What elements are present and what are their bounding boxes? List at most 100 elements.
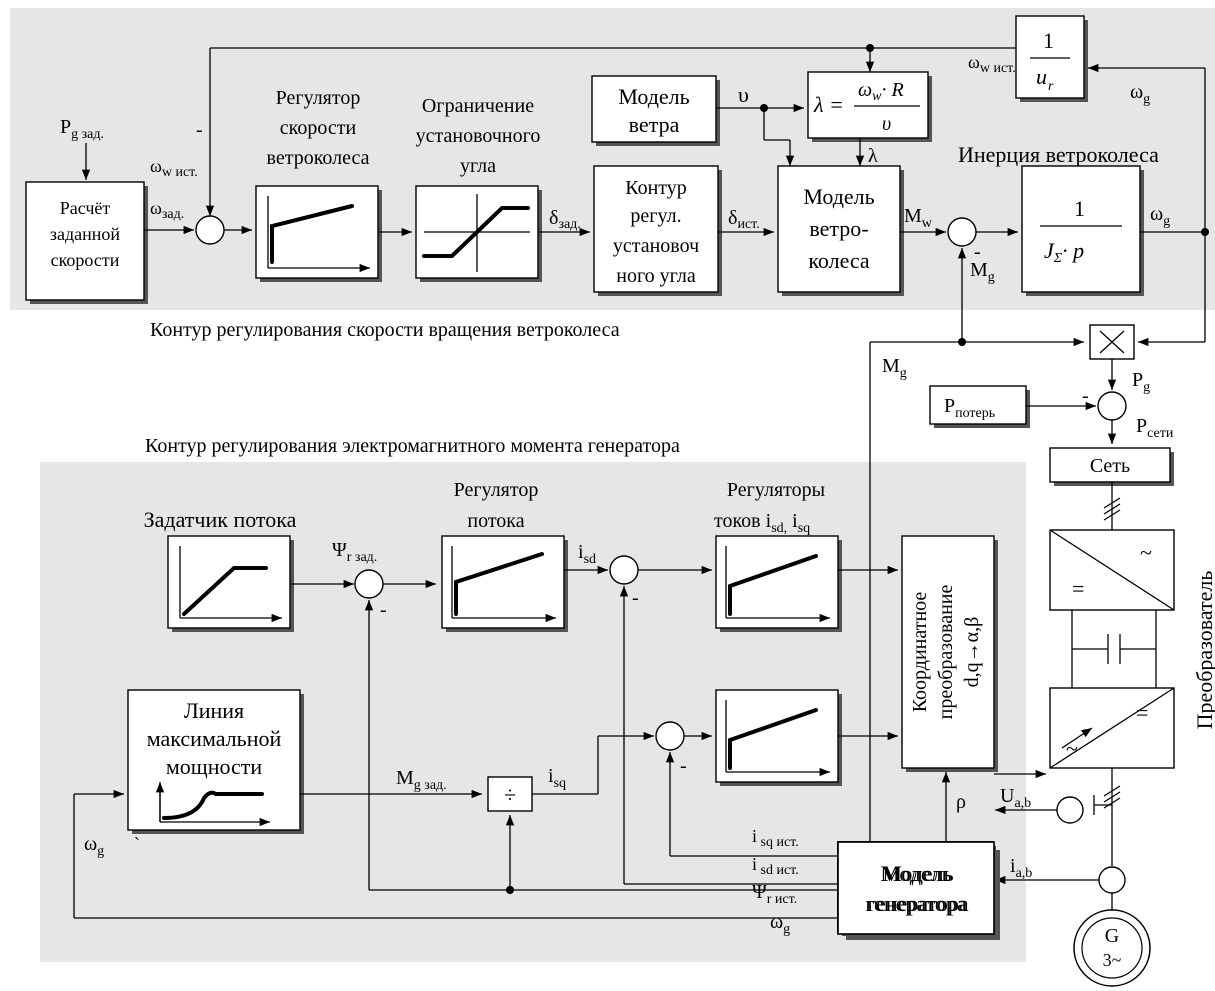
m-w-label: Mw	[904, 205, 933, 231]
speed-reg-title-3: ветроколеса	[267, 147, 370, 169]
current-sensor	[1098, 866, 1126, 894]
gen-model-title-1: Модель	[880, 861, 951, 886]
speed-loop-caption: Контур регулирования скорости вращения в…	[150, 319, 620, 341]
i-sq-summer	[655, 721, 685, 751]
omega-set-label: ωзад.	[150, 198, 184, 222]
speed-regulator-block	[255, 185, 379, 279]
m-g-label-top: Mg	[970, 259, 995, 285]
rho-label: ρ	[956, 791, 966, 813]
generator-symbol: G	[1105, 925, 1119, 947]
angle-limit-title-3: угла	[460, 155, 496, 177]
wind-model-line2: ветра	[629, 112, 680, 137]
torque-loop-caption: Контур регулирования электромагнитного м…	[145, 435, 680, 457]
i-sd-ist-label: i sd ист.	[752, 854, 799, 878]
flux-setter-title: Задатчик потока	[144, 507, 297, 532]
conv-eq-top: =	[1072, 576, 1084, 601]
generator-machine	[1073, 909, 1151, 987]
omega-g-label-bottom: ωg	[770, 911, 790, 937]
delta-set-label: δзад.	[549, 207, 581, 232]
inertia-num: 1	[1074, 196, 1085, 221]
conv-ac-bottom: ~	[1066, 736, 1078, 761]
coord-transform-line1: Координатное	[909, 592, 931, 713]
angle-limit-title-1: Ограничение	[422, 95, 534, 117]
psi-set-label: Ψr зад.	[332, 539, 377, 565]
m-g-label-mid: Mg	[882, 355, 907, 381]
wind-model-block	[591, 75, 717, 143]
i-sq-ist-label: i sq ист.	[752, 826, 799, 850]
wind-model-line1: Модель	[618, 84, 689, 109]
inertia-denominator: JΣ· p	[1044, 238, 1084, 266]
speed-error-summer	[195, 215, 225, 245]
speed-calc-line3: скорости	[51, 250, 120, 270]
mpp-title-2: максимальной	[147, 726, 282, 751]
pitch-loop-line4: ного угла	[616, 265, 696, 287]
inertia-title: Инерция ветроколеса	[958, 142, 1159, 167]
gear-den-sub: r	[1048, 79, 1054, 94]
minus-sign: -	[380, 599, 387, 621]
p-grid-label: Pсети	[1136, 415, 1174, 441]
minus-sign: -	[974, 241, 981, 263]
gen-model-title-2: генератора	[865, 891, 967, 916]
current-reg-title-1: Регуляторы	[727, 479, 825, 501]
i-sd-summer	[609, 555, 639, 585]
conv-ac-top: ~	[1140, 540, 1152, 565]
omega-w-ist-left-label: ωw ист.	[150, 156, 198, 180]
minus-sign: -	[1082, 385, 1089, 407]
minus-sign: -	[632, 587, 639, 609]
u-ab-label: Ua,b	[1000, 785, 1031, 811]
psi-ist-label: Ψr ист.	[752, 881, 797, 907]
divide-symbol: ÷	[504, 782, 516, 807]
omega-g-label-right: ωg	[1150, 203, 1170, 229]
omega-g-label-left: ωg	[84, 833, 104, 859]
p-g-label: Pg	[1132, 369, 1150, 395]
i-sd-label: isd	[578, 541, 596, 567]
losses-block	[929, 385, 1027, 425]
generator-phases: 3~	[1103, 950, 1122, 970]
voltage-sensor	[1056, 796, 1084, 824]
rotor-model-line1: Модель	[803, 184, 874, 209]
mpp-title-1: Линия	[184, 698, 244, 723]
pitch-loop-line1: Контур	[625, 177, 687, 199]
i-sq-label: isq	[548, 765, 566, 791]
conv-eq-bottom: =	[1136, 700, 1148, 725]
tip-speed-ratio-block	[807, 71, 929, 139]
gen-model-line2: генератора	[867, 891, 969, 916]
flux-reg-title-1: Регулятор	[454, 479, 539, 501]
delta-ist-label: δист.	[728, 207, 760, 232]
current-reg-title-2: токов isd, isq	[714, 510, 810, 536]
coordinate-transform-block	[901, 535, 995, 769]
max-power-line-block	[127, 689, 301, 831]
p-g-set-label: Pg зад.	[60, 116, 104, 142]
gen-model-line1: Модель	[882, 861, 953, 886]
current-regulator-q-block	[715, 689, 839, 783]
speed-calc-line1: Расчёт	[60, 198, 111, 218]
losses-label: Pпотерь	[944, 395, 995, 421]
speed-reg-title-1: Регулятор	[276, 87, 361, 109]
flux-summer	[354, 569, 384, 599]
mpp-title-3: мощности	[166, 754, 263, 779]
gear-num: 1	[1043, 28, 1054, 53]
grid-label: Сеть	[1090, 455, 1130, 477]
grid-block	[1049, 447, 1171, 483]
torque-summer	[947, 217, 977, 247]
lambda-denominator: υ	[882, 113, 891, 135]
rotor-model-line3: колеса	[808, 248, 870, 273]
generator-model-frame	[837, 841, 995, 935]
upsilon-label: υ	[738, 82, 749, 107]
pitch-loop-line3: установоч	[613, 235, 699, 257]
rotor-model-line2: ветро-	[809, 216, 868, 241]
i-ab-label: ia,b	[1010, 855, 1032, 881]
current-regulator-d-block	[715, 535, 839, 629]
minus-sign: -	[680, 755, 687, 777]
lambda-lhs: λ =	[813, 92, 844, 117]
pitch-loop-line2: регул.	[630, 205, 681, 227]
rotor-model-block	[777, 165, 901, 293]
power-summer	[1097, 391, 1127, 421]
gear-den: u	[1036, 64, 1047, 89]
omega-w-ist-top-label: ωw ист.	[968, 52, 1016, 76]
speed-calc-block	[25, 181, 145, 301]
coord-transform-line2: преобразование	[935, 585, 957, 720]
coord-transform-line3: d,q→α,β	[961, 617, 983, 688]
angle-limit-title-2: установочного	[416, 125, 541, 147]
speed-calc-line2: заданной	[50, 224, 121, 244]
